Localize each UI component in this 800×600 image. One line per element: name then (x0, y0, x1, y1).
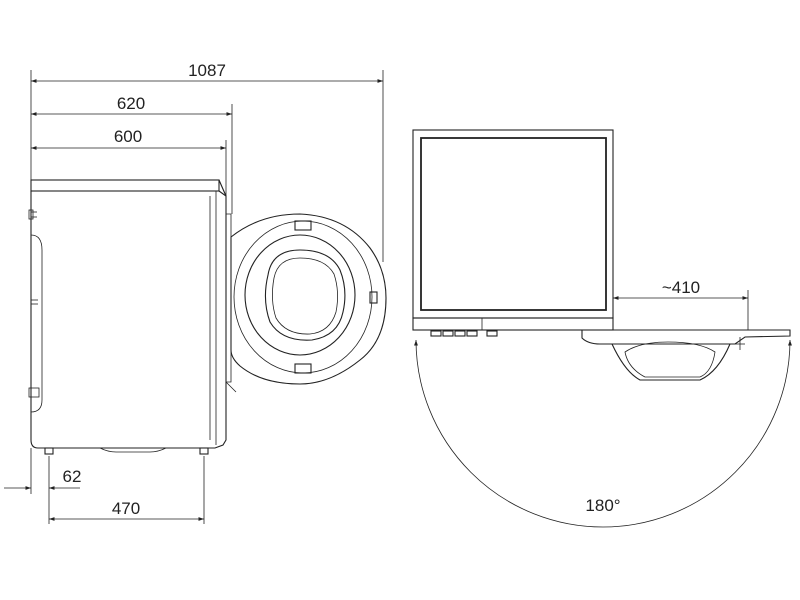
dim-410-label: ~410 (662, 278, 700, 297)
dim-470-label: 470 (112, 499, 140, 518)
door-swing-arc (414, 339, 792, 528)
dim-62: 62 (4, 448, 81, 524)
side-body (30, 190, 227, 449)
dim-620-label: 620 (117, 94, 145, 113)
top-body-outer (412, 129, 614, 319)
dim-470: 470 (49, 456, 205, 524)
top-body-inner (420, 137, 607, 311)
dim-410: ~410 (613, 278, 749, 330)
side-top-panel (30, 179, 220, 192)
dim-600-label: 600 (114, 127, 142, 146)
door-handle (369, 291, 378, 304)
side-rear-foot (44, 447, 54, 455)
dim-62-label: 62 (63, 467, 82, 486)
open-door (230, 213, 387, 385)
door-hinge-bottom (294, 363, 312, 374)
door-glass-outer (244, 234, 356, 356)
dim-180-label: 180° (585, 496, 620, 515)
dim-620: 620 (31, 94, 233, 214)
side-view (28, 179, 237, 455)
door-outer-ring (230, 213, 387, 385)
dim-600: 600 (31, 127, 227, 196)
top-open-door (581, 329, 791, 345)
dim-1087-label: 1087 (188, 61, 226, 80)
door-hinge-top (294, 220, 312, 231)
top-view (412, 129, 791, 381)
door-glass-inner (264, 249, 346, 341)
dim-1087: 1087 (30, 61, 384, 262)
side-front-foot (199, 447, 209, 455)
dim-180: 180° (414, 339, 792, 528)
